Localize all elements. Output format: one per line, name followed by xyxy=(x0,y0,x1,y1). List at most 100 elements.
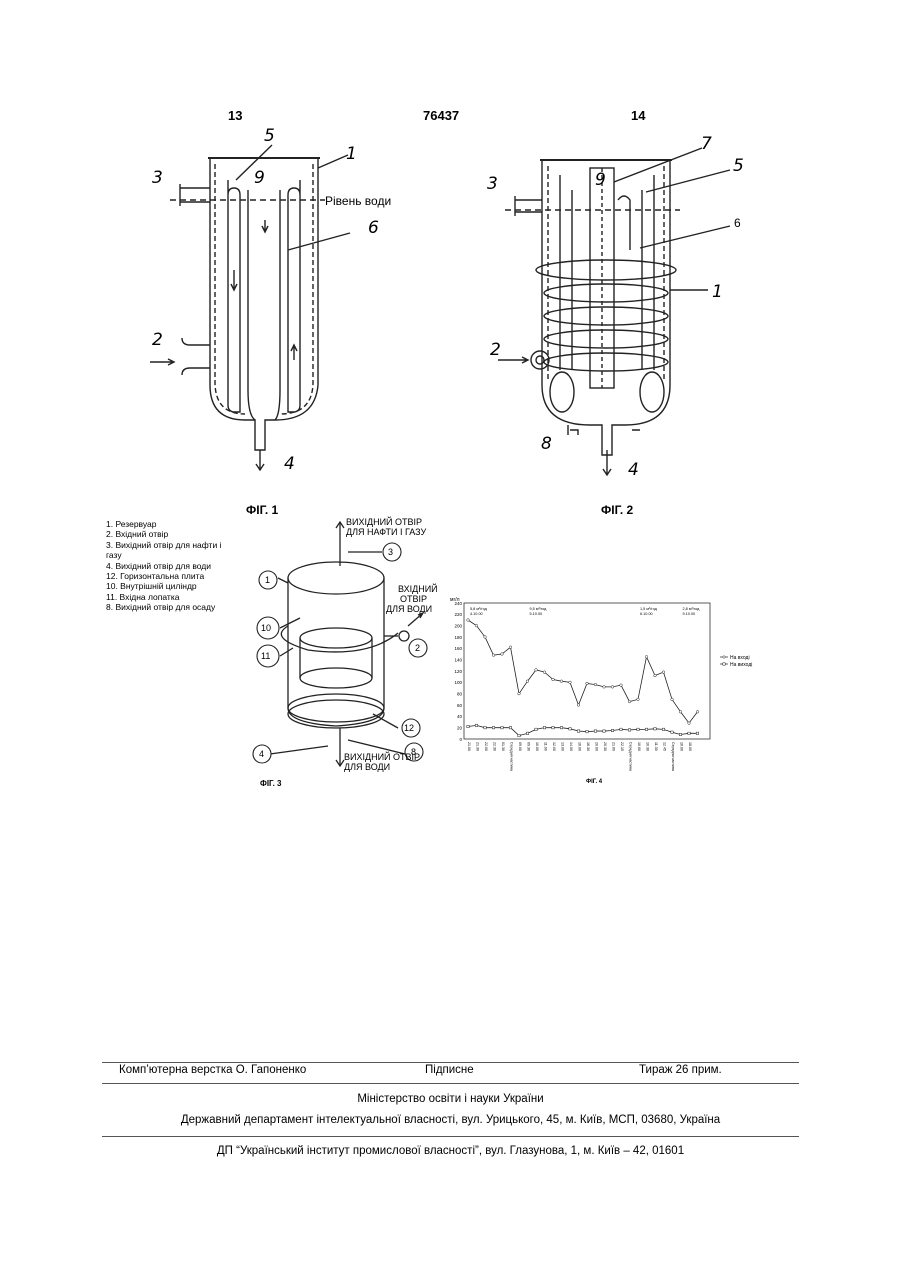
x-tick-label: Середня частина xyxy=(510,742,514,771)
legend-label: На вході xyxy=(730,655,750,661)
fig1-caption: ФІГ. 1 xyxy=(246,503,278,517)
data-point xyxy=(662,728,664,730)
data-point xyxy=(603,730,605,732)
flow-annotation: 9,5 м³/год xyxy=(530,607,548,611)
x-tick-label: 09.30 xyxy=(527,742,531,751)
legend-list: 1. Резервуар 2. Вхідний отвір 3. Вихідни… xyxy=(106,519,236,613)
legend-item: 12. Горизонтальна плита xyxy=(106,571,236,581)
legend-item: 4. Вихідний отвір для води xyxy=(106,561,236,571)
y-tick-label: 180 xyxy=(454,635,462,640)
data-point xyxy=(569,681,572,684)
data-point xyxy=(645,656,648,659)
page-number-right: 14 xyxy=(631,108,645,123)
x-tick-label: 20.00 xyxy=(595,742,599,751)
x-tick-label: 01.30 xyxy=(501,742,505,751)
data-point xyxy=(535,728,537,730)
data-point xyxy=(535,669,538,672)
data-point xyxy=(467,619,470,622)
data-point xyxy=(654,674,657,677)
x-tick-label: 16.30 xyxy=(586,742,590,751)
data-point xyxy=(594,683,597,686)
data-point xyxy=(492,654,495,657)
fig2-label-2: 2 xyxy=(490,340,501,360)
data-point xyxy=(586,682,589,685)
y-tick-label: 60 xyxy=(457,703,463,708)
patent-number: 76437 xyxy=(423,108,459,123)
data-point xyxy=(577,730,579,732)
data-point xyxy=(526,680,529,683)
legend-item: 3. Вихідний отвір для нафти і xyxy=(106,540,236,550)
x-tick-label: 09.00 xyxy=(518,742,522,751)
fig2-label-9: 9 xyxy=(595,170,606,190)
x-tick-label: 16.00 xyxy=(680,742,684,751)
legend-marker xyxy=(723,663,725,665)
x-tick-label: 20.30 xyxy=(603,742,607,751)
x-tick-label: Середня частина xyxy=(629,742,633,771)
typesetter-credit: Комп’ютерна верстка О. Гапоненко xyxy=(119,1064,306,1076)
x-tick-label: 10.30 xyxy=(646,742,650,751)
x-tick-label: 13.00 xyxy=(561,742,565,751)
date-annotation: 4.10.00 xyxy=(470,612,483,616)
flow-annotation: 5,8 м³/год xyxy=(470,607,488,611)
data-point xyxy=(484,636,487,639)
fig2-label-6: 6 xyxy=(734,216,741,230)
fig3-callout-3: 3 xyxy=(388,547,393,557)
data-point xyxy=(620,728,622,730)
x-tick-label: 22.30 xyxy=(493,742,497,751)
data-point xyxy=(696,732,698,734)
x-tick-label: 21.30 xyxy=(476,742,480,751)
x-tick-label: 22.00 xyxy=(484,742,488,751)
fig3-outlet-oil-gas-label: ВИХІДНИЙ ОТВІР ДЛЯ НАФТИ І ГАЗУ xyxy=(346,517,426,537)
data-point xyxy=(611,729,613,731)
fig2-caption: ФІГ. 2 xyxy=(601,503,633,517)
legend-marker xyxy=(723,656,725,658)
data-point xyxy=(662,671,665,674)
fig3-outlet-water-label: ВИХІДНИЙ ОТВІР ДЛЯ ВОДИ xyxy=(344,752,420,772)
data-point xyxy=(501,726,503,728)
data-point xyxy=(492,726,494,728)
y-tick-label: 40 xyxy=(457,714,463,719)
fig3-callout-12: 12 xyxy=(404,723,414,733)
data-point xyxy=(620,684,623,687)
fig1-label-4: 4 xyxy=(284,454,295,474)
legend-item: 2. Вхідний отвір xyxy=(106,529,236,539)
x-tick-label: 12.45 xyxy=(663,742,667,751)
data-point xyxy=(594,730,596,732)
data-point xyxy=(628,729,630,731)
data-point xyxy=(637,698,640,701)
data-point xyxy=(679,711,682,714)
fig2-label-8: 8 xyxy=(541,434,552,454)
data-point xyxy=(586,730,588,732)
fig1-label-3: 3 xyxy=(152,168,163,188)
data-point xyxy=(671,731,673,733)
y-tick-label: 20 xyxy=(457,725,463,730)
fig1-label-1: 1 xyxy=(346,144,357,164)
institute-line: ДП “Український інститут промислової вла… xyxy=(0,1145,901,1157)
x-tick-label: 22.15 xyxy=(620,742,624,751)
data-point xyxy=(543,671,546,674)
data-point xyxy=(501,653,504,656)
data-point xyxy=(475,724,477,726)
fig4-caption: ФІГ. 4 xyxy=(586,779,602,785)
data-point xyxy=(543,726,545,728)
fig3-callout-4: 4 xyxy=(259,749,264,759)
date-annotation: 5.10.00 xyxy=(530,612,543,616)
y-tick-label: 100 xyxy=(454,680,462,685)
fig2-label-3: 3 xyxy=(487,174,498,194)
water-level-label: Рівень води xyxy=(325,194,391,208)
fig1-label-6: 6 xyxy=(368,218,379,238)
y-tick-label: 160 xyxy=(454,646,462,651)
y-tick-label: 220 xyxy=(454,612,462,617)
flow-annotation: 2,8 м³/год xyxy=(683,607,701,611)
data-point xyxy=(467,725,469,727)
chart-plot-frame xyxy=(464,603,710,739)
signed-label: Підписне xyxy=(425,1064,474,1076)
fig3-caption: ФІГ. 3 xyxy=(260,779,281,788)
x-tick-label: 11.30 xyxy=(654,742,658,751)
y-tick-label: 140 xyxy=(454,657,462,662)
x-tick-label: 21.00 xyxy=(612,742,616,751)
figure-4-chart: мг/л02040608010012014016018020022024021.… xyxy=(448,595,788,795)
data-point xyxy=(654,728,656,730)
data-point xyxy=(509,646,512,649)
date-annotation: 6.10.00 xyxy=(640,612,653,616)
